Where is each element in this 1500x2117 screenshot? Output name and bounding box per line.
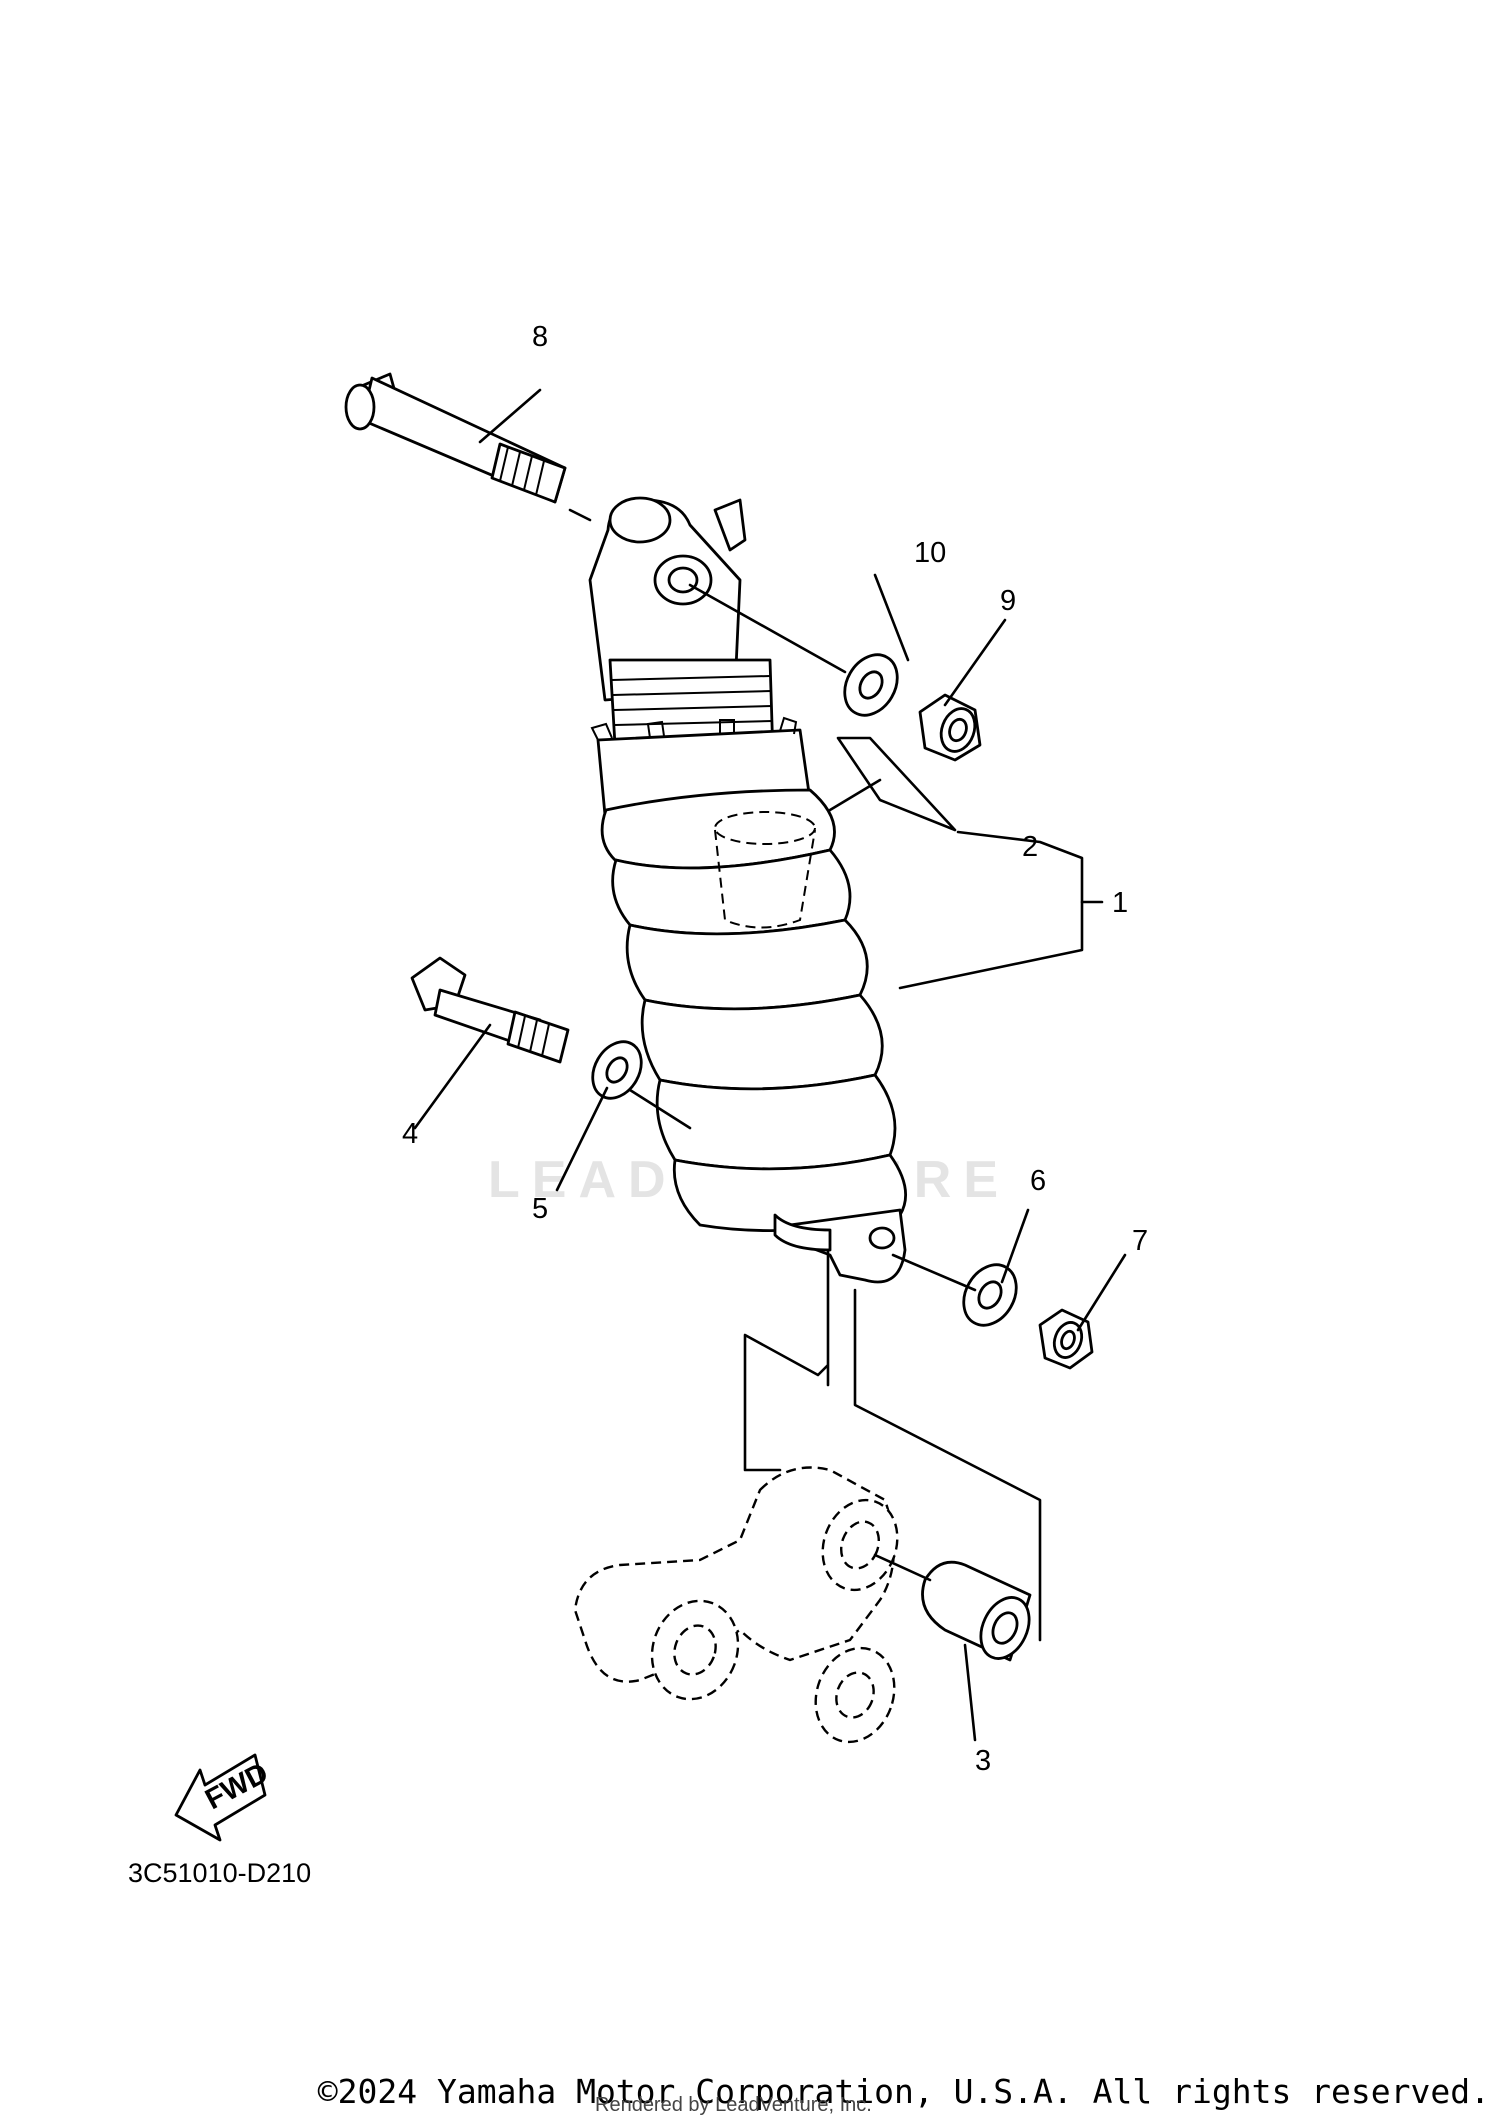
callout-7[interactable]: 7 [1132, 1225, 1148, 1257]
part-2-label[interactable] [828, 736, 957, 832]
fwd-arrow-icon: FWD [174, 1753, 274, 1842]
callout-6[interactable]: 6 [1030, 1165, 1046, 1197]
part-9-nut[interactable] [918, 693, 982, 762]
callout-8[interactable]: 8 [532, 321, 548, 353]
leader-lines [413, 388, 1127, 1742]
part-5-washer[interactable] [583, 1033, 651, 1107]
part-1-shock-absorber[interactable] [588, 496, 907, 1284]
part-3-collar[interactable] [921, 1560, 1039, 1666]
callout-4[interactable]: 4 [402, 1118, 418, 1150]
diagram-code: 3C51010-D210 [128, 1858, 312, 1888]
copyright-notice: ©2024 Yamaha Motor Corporation, U.S.A. A… [317, 2072, 1490, 2111]
callout-10[interactable]: 10 [914, 537, 946, 569]
part-6-washer[interactable] [953, 1255, 1027, 1334]
callout-1[interactable]: 1 [1112, 887, 1128, 919]
callout-5[interactable]: 5 [532, 1193, 548, 1225]
part-10-washer[interactable] [834, 645, 908, 724]
linkage-arm [573, 1466, 899, 1744]
part-8-bolt[interactable] [344, 372, 567, 504]
part-4-bolt[interactable] [410, 956, 570, 1064]
callout-9[interactable]: 9 [1000, 585, 1016, 617]
callout-2[interactable]: 2 [1022, 831, 1038, 863]
rendered-by-credit: Rendered by LeadVenture, Inc. [595, 2094, 872, 2116]
part-7-nut[interactable] [1038, 1308, 1094, 1370]
callout-3[interactable]: 3 [975, 1745, 991, 1777]
